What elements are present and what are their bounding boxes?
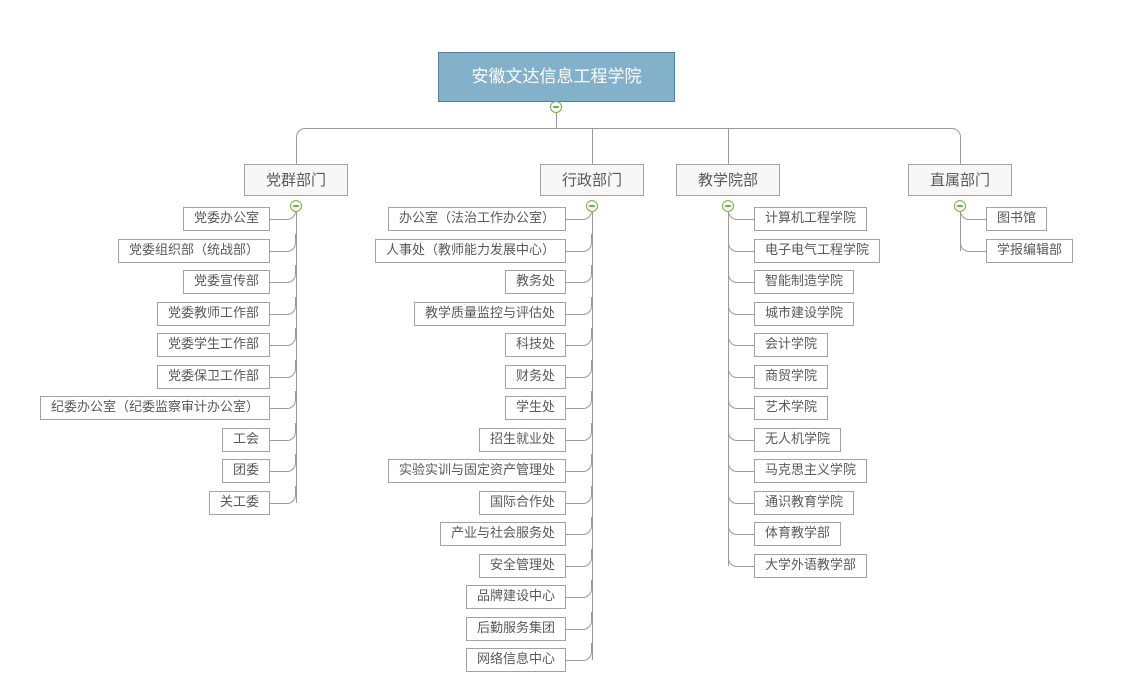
- leaf-node[interactable]: 会计学院: [727, 328, 829, 357]
- leaf-node[interactable]: 体育教学部: [727, 517, 842, 546]
- leaf-node[interactable]: 党委教师工作部: [156, 296, 297, 326]
- leaf-node[interactable]: 财务处: [504, 359, 593, 389]
- leaf-node[interactable]: 团委: [221, 454, 297, 483]
- root-node[interactable]: 安徽文达信息工程学院: [438, 52, 675, 102]
- leaf-node[interactable]: 办公室（法治工作办公室）: [387, 202, 593, 231]
- leaf-node[interactable]: 艺术学院: [727, 391, 829, 420]
- collapse-icon[interactable]: [722, 200, 734, 212]
- connector-line: [592, 128, 593, 165]
- leaf-node[interactable]: 网络信息中心: [465, 643, 593, 672]
- leaf-node[interactable]: 国际合作处: [478, 485, 593, 515]
- leaf-node[interactable]: 安全管理处: [478, 548, 593, 578]
- branch-node-party-mass[interactable]: 党群部门: [244, 164, 348, 196]
- leaf-node[interactable]: 工会: [221, 422, 297, 452]
- collapse-icon[interactable]: [550, 101, 562, 113]
- leaf-node[interactable]: 人事处（教师能力发展中心）: [374, 233, 593, 263]
- collapse-icon[interactable]: [290, 200, 302, 212]
- leaf-node[interactable]: 科技处: [504, 328, 593, 357]
- connector-line: [728, 212, 729, 566]
- branch-node-administrative[interactable]: 行政部门: [540, 164, 644, 196]
- connector-line: [556, 113, 557, 128]
- leaf-node[interactable]: 党委办公室: [182, 202, 297, 231]
- leaf-node[interactable]: 通识教育学院: [727, 485, 855, 515]
- branch-node-teaching[interactable]: 教学院部: [676, 164, 780, 196]
- leaf-node[interactable]: 纪委办公室（纪委监察审计办公室）: [39, 391, 297, 420]
- leaf-node[interactable]: 教学质量监控与评估处: [413, 296, 593, 326]
- connector-line: [296, 212, 297, 503]
- leaf-node[interactable]: 招生就业处: [478, 422, 593, 452]
- leaf-node[interactable]: 教务处: [504, 265, 593, 294]
- collapse-icon[interactable]: [954, 200, 966, 212]
- leaf-node[interactable]: 计算机工程学院: [727, 202, 868, 231]
- leaf-node[interactable]: 产业与社会服务处: [439, 517, 593, 546]
- leaf-node[interactable]: 党委保卫工作部: [156, 359, 297, 389]
- leaf-node[interactable]: 关工委: [208, 485, 297, 515]
- leaf-node[interactable]: 学生处: [504, 391, 593, 420]
- collapse-icon[interactable]: [586, 200, 598, 212]
- leaf-node[interactable]: 商贸学院: [727, 359, 829, 389]
- connector-line: [728, 128, 729, 165]
- leaf-node[interactable]: 智能制造学院: [727, 265, 855, 294]
- leaf-node[interactable]: 实验实训与固定资产管理处: [387, 454, 593, 483]
- leaf-node[interactable]: 无人机学院: [727, 422, 842, 452]
- leaf-node[interactable]: 党委宣传部: [182, 265, 297, 294]
- leaf-node[interactable]: 城市建设学院: [727, 296, 855, 326]
- leaf-node[interactable]: 后勤服务集团: [465, 611, 593, 641]
- connector-line: [592, 212, 593, 660]
- leaf-node[interactable]: 大学外语教学部: [727, 548, 868, 578]
- leaf-node[interactable]: 党委组织部（统战部）: [117, 233, 297, 263]
- leaf-node[interactable]: 学报编辑部: [959, 233, 1074, 263]
- connector-line: [960, 212, 961, 251]
- leaf-node[interactable]: 图书馆: [959, 202, 1048, 231]
- leaf-node[interactable]: 品牌建设中心: [465, 580, 593, 609]
- connector-line: [296, 128, 961, 165]
- leaf-node[interactable]: 马克思主义学院: [727, 454, 868, 483]
- branch-node-directly-affiliated[interactable]: 直属部门: [908, 164, 1012, 196]
- leaf-node[interactable]: 党委学生工作部: [156, 328, 297, 357]
- leaf-node[interactable]: 电子电气工程学院: [727, 233, 881, 263]
